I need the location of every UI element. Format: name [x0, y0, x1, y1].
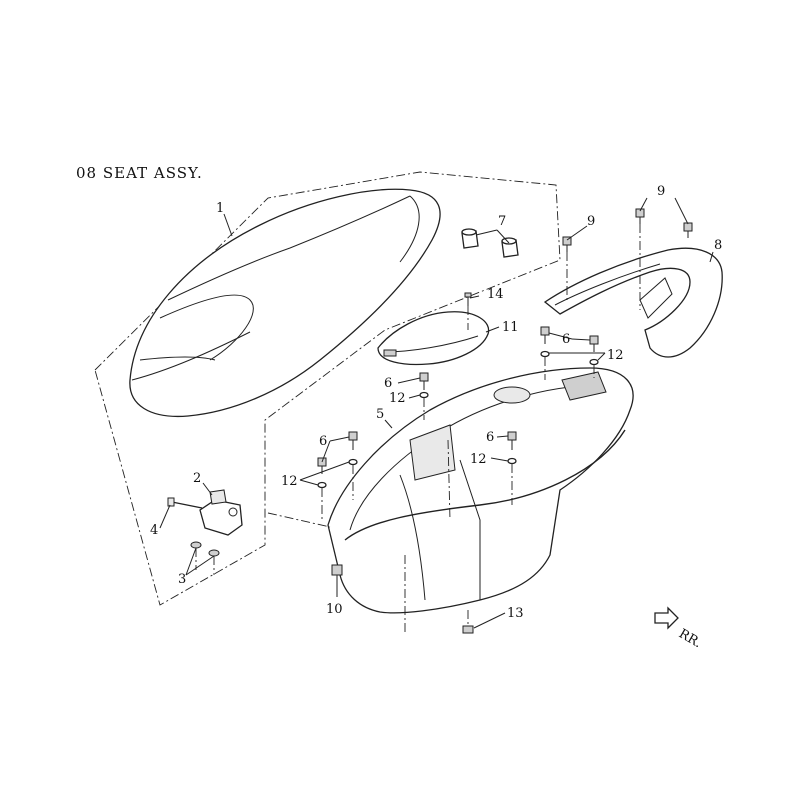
diagram-title: 08 SEAT ASSY.	[76, 164, 203, 182]
leader-lines	[159, 197, 714, 629]
bolts-9	[562, 208, 693, 252]
callout-6d: 6	[562, 332, 570, 347]
rubber-bumpers	[461, 228, 519, 258]
callout-8: 8	[714, 238, 722, 253]
lock-bracket	[199, 489, 243, 536]
callout-7: 7	[498, 214, 506, 229]
screw-14	[464, 292, 472, 306]
callout-14: 14	[487, 287, 504, 302]
callout-5: 5	[376, 407, 384, 422]
assembly-lines	[195, 224, 641, 635]
washers-12	[317, 350, 599, 489]
callout-9b: 9	[657, 184, 665, 199]
callout-12a: 12	[389, 391, 406, 406]
callout-12c: 12	[470, 452, 487, 467]
callout-2: 2	[193, 471, 201, 486]
callout-11: 11	[502, 320, 519, 335]
clip-10	[331, 564, 343, 576]
rear-direction-arrow-icon	[654, 606, 679, 630]
bolt-4	[167, 497, 203, 509]
direction-label: RR.	[676, 626, 704, 651]
seat-group-outline	[94, 171, 561, 606]
cover-lid	[377, 311, 490, 366]
callout-6a: 6	[384, 376, 392, 391]
callout-1: 1	[216, 201, 224, 216]
callout-13: 13	[507, 606, 524, 621]
plug-13	[462, 625, 474, 634]
bolts-6	[317, 326, 599, 474]
storage-box	[327, 367, 634, 614]
callout-6b: 6	[319, 434, 327, 449]
callout-3: 3	[178, 572, 186, 587]
seat	[129, 188, 441, 418]
callout-12d: 12	[607, 348, 624, 363]
callout-9a: 9	[587, 214, 595, 229]
callout-6c: 6	[486, 430, 494, 445]
callout-4: 4	[150, 523, 158, 538]
callout-10: 10	[326, 602, 343, 617]
rear-carrier	[543, 247, 723, 358]
callout-12b: 12	[281, 474, 298, 489]
